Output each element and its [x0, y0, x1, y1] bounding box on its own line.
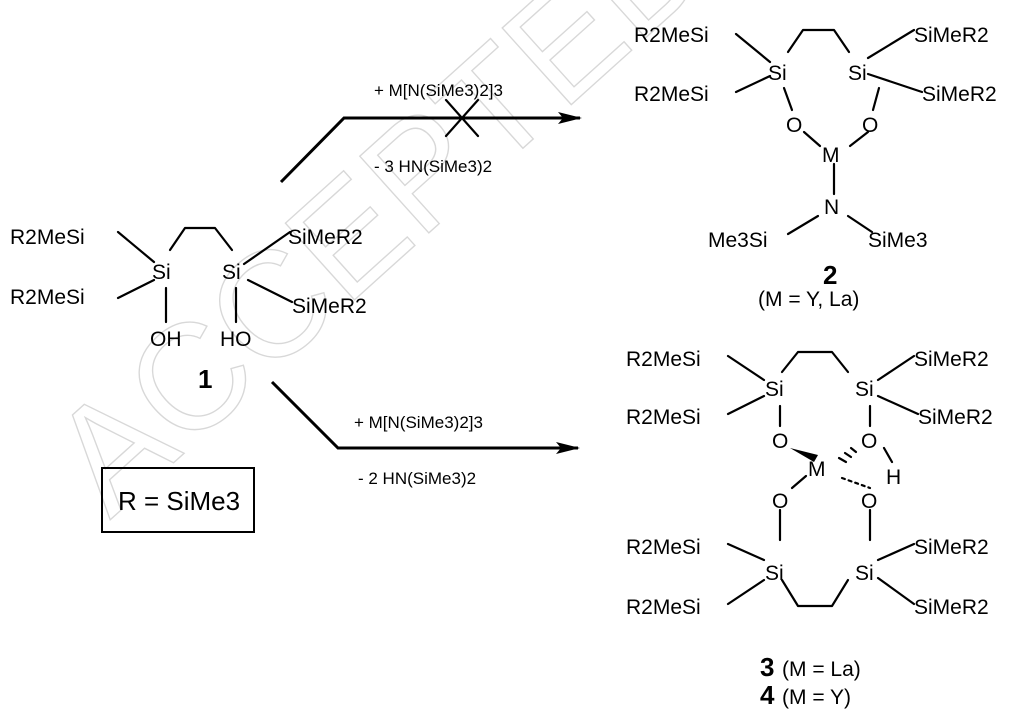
substituent-text: R2MeSi: [626, 348, 701, 371]
oxygen-atom: O: [861, 490, 877, 513]
byproduct-top: - 3 HN(SiMe3)2: [374, 157, 492, 176]
substituent-text: R2MeSi: [634, 24, 709, 47]
compound-2: R2MeSi R2MeSi Si Si SiMeR2 SiMeR2 O O M …: [634, 24, 997, 311]
oxygen-atom: O: [862, 114, 878, 137]
hydroxyl-label: OH: [150, 328, 182, 351]
metal-atom: M: [822, 144, 840, 167]
trimethylsilyl-text: Me3Si: [708, 229, 768, 252]
compound-2-metals: (M = Y, La): [758, 288, 859, 311]
silicon-atom: Si: [855, 378, 874, 401]
oxygen-atom: O: [786, 114, 802, 137]
substituent-text: SiMeR2: [914, 596, 989, 619]
substituent-text: R2MeSi: [626, 406, 701, 429]
r-definition-box: [101, 467, 255, 533]
compound-number-4: 4: [760, 680, 775, 710]
reaction-arrow: [270, 380, 580, 454]
hydrogen-atom: H: [886, 466, 901, 489]
compound-3-4: R2MeSi R2MeSi Si Si SiMeR2 SiMeR2 O O M …: [626, 348, 993, 710]
blocked-reaction-arrow: [279, 98, 582, 184]
silicon-atom: Si: [765, 562, 784, 585]
metal-atom: M: [808, 458, 826, 481]
trimethylsilyl-text: SiMe3: [868, 229, 928, 252]
substituent-text: R2MeSi: [626, 536, 701, 559]
r-definition-text: R = SiMe3: [118, 486, 240, 516]
compound-3-metal: (M = La): [782, 658, 861, 681]
silicon-atom: Si: [222, 261, 241, 284]
silicon-atom: Si: [855, 562, 874, 585]
substituent-text: SiMeR2: [292, 295, 367, 318]
substituent-text: R2MeSi: [10, 226, 85, 249]
substituent-text: SiMeR2: [922, 83, 997, 106]
compound-1: R2MeSi R2MeSi Si Si SiMeR2 SiMeR2 OH HO …: [10, 226, 367, 394]
byproduct-bottom: - 2 HN(SiMe3)2: [358, 469, 476, 488]
wedge-bond: [790, 448, 818, 462]
oxygen-atom: O: [772, 430, 788, 453]
compound-number-1: 1: [198, 364, 212, 394]
substituent-text: R2MeSi: [10, 286, 85, 309]
compound-number-3: 3: [760, 652, 774, 682]
reagent-top: + M[N(SiMe3)2]3: [374, 81, 503, 100]
nitrogen-atom: N: [824, 196, 839, 219]
silicon-atom: Si: [848, 62, 867, 85]
silicon-atom: Si: [765, 378, 784, 401]
compound-number-2: 2: [823, 260, 837, 290]
substituent-text: SiMeR2: [914, 348, 989, 371]
substituent-text: SiMeR2: [914, 24, 989, 47]
substituent-text: R2MeSi: [626, 596, 701, 619]
substituent-text: R2MeSi: [634, 83, 709, 106]
hydroxyl-label: HO: [220, 328, 252, 351]
substituent-text: SiMeR2: [918, 406, 993, 429]
substituent-text: SiMeR2: [288, 226, 363, 249]
oxygen-atom: O: [861, 430, 877, 453]
silicon-atom: Si: [152, 261, 171, 284]
compound-4-metal: (M = Y): [782, 686, 851, 709]
reagent-bottom: + M[N(SiMe3)2]3: [354, 413, 483, 432]
silicon-atom: Si: [768, 62, 787, 85]
substituent-text: SiMeR2: [914, 536, 989, 559]
oxygen-atom: O: [772, 490, 788, 513]
